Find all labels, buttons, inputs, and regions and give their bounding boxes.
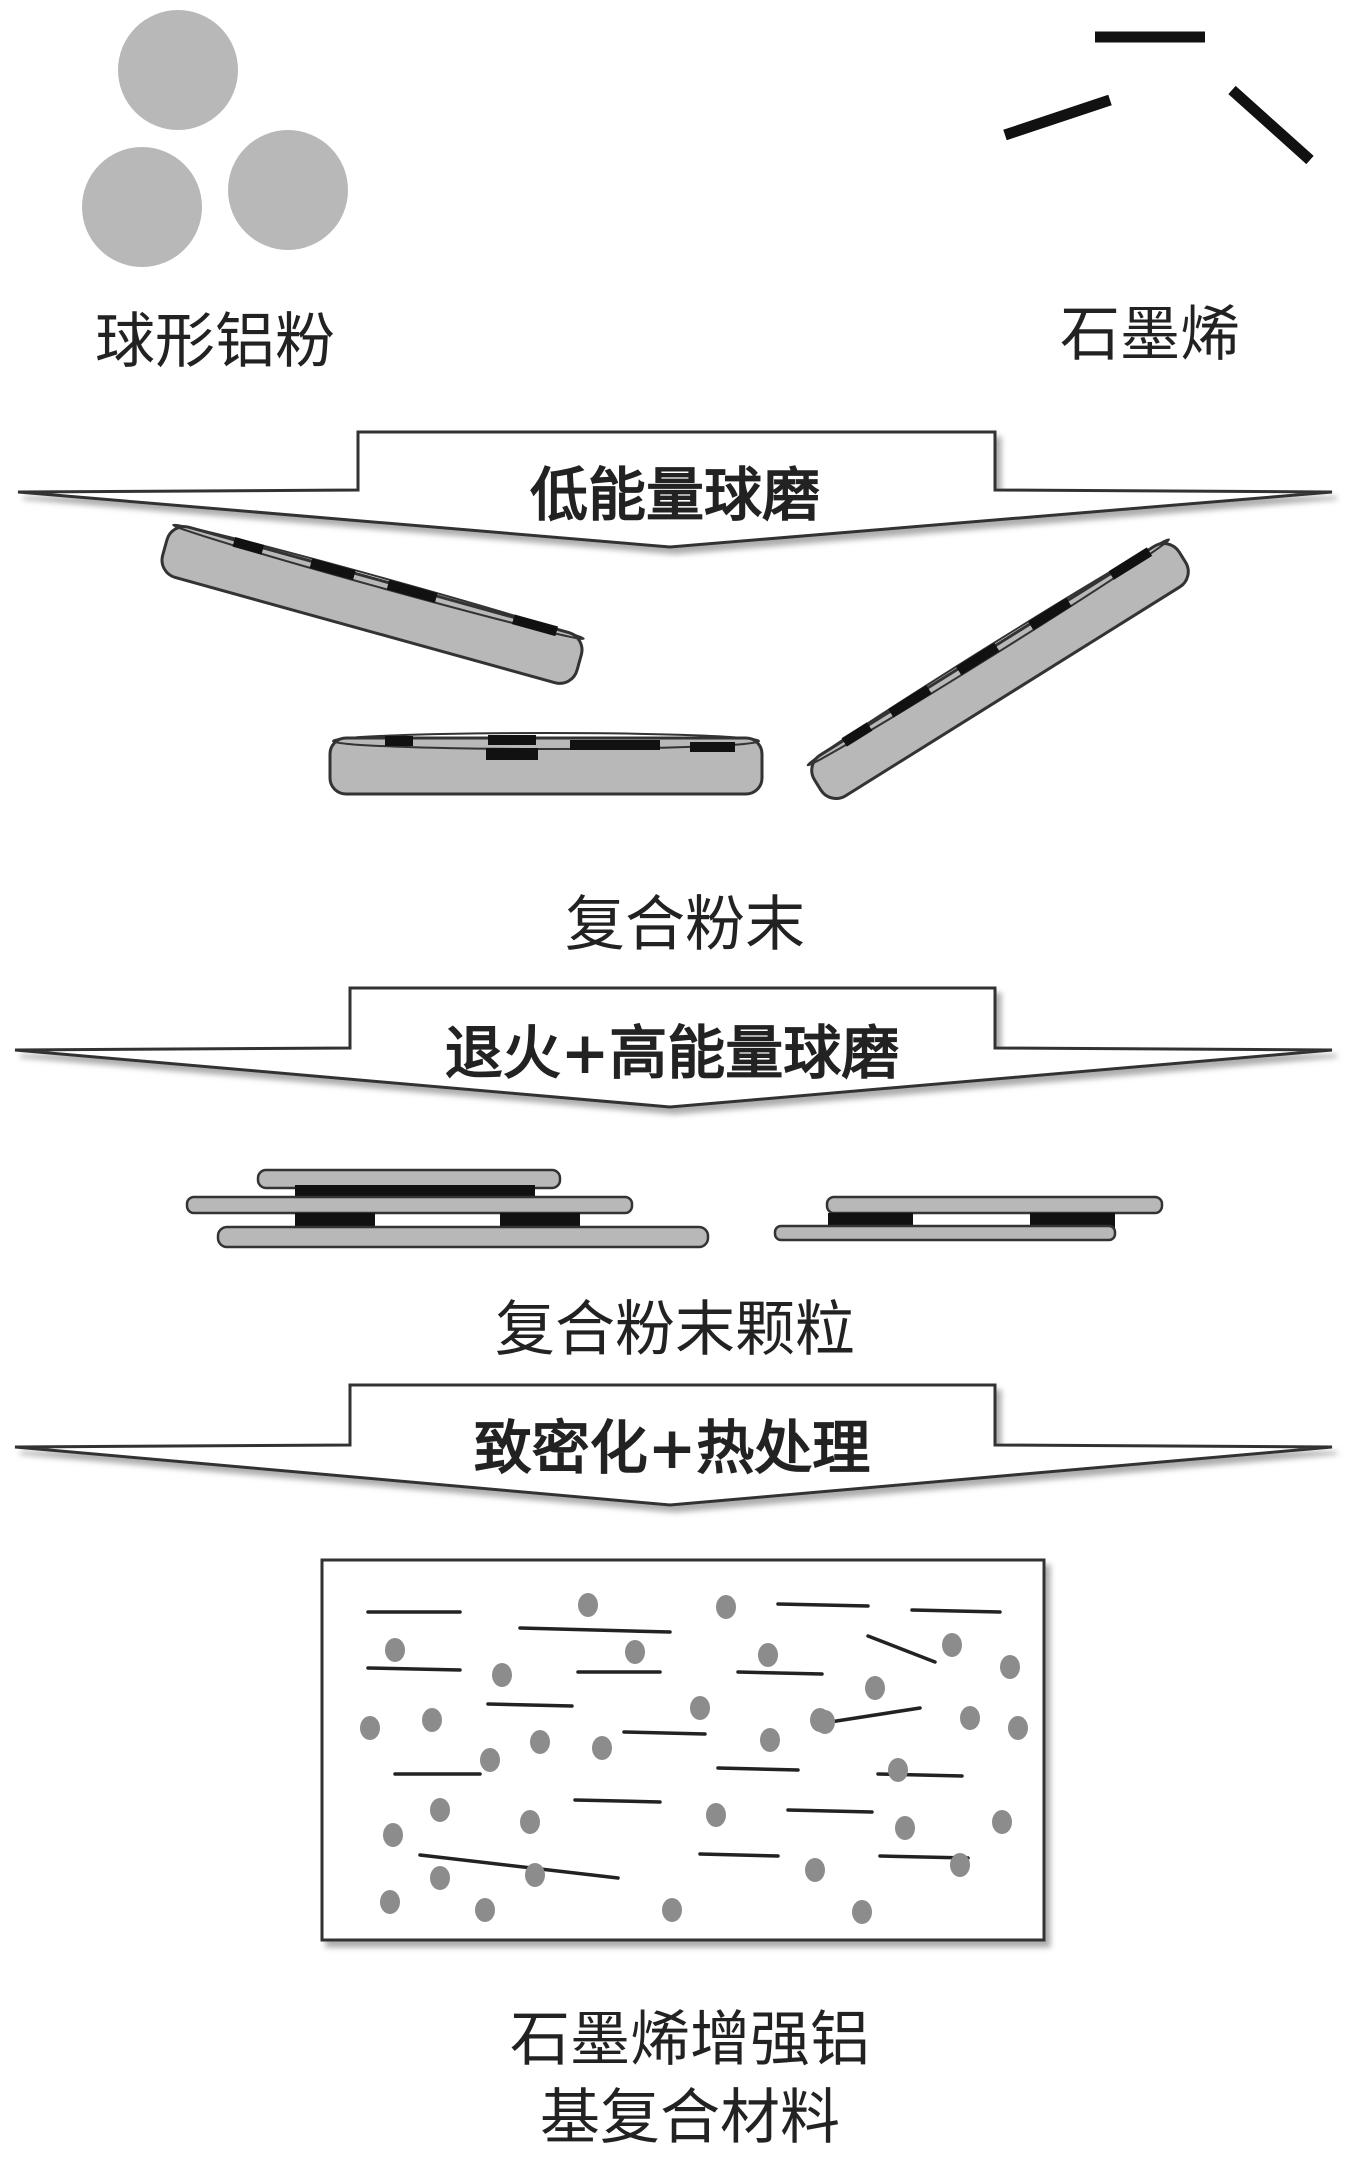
aluminum-particle [228, 130, 348, 250]
particle-dot [662, 1898, 682, 1922]
composite-flake-right [803, 534, 1195, 805]
particle-dot [805, 1858, 825, 1882]
aluminum-powder-label: 球形铝粉 [95, 307, 335, 377]
particle-dot [992, 1810, 1012, 1834]
particle-dot [430, 1798, 450, 1822]
particle-dot [865, 1676, 885, 1700]
particle-dot [525, 1863, 545, 1887]
particle-dot [960, 1706, 980, 1730]
graphene-coating [486, 748, 538, 760]
graphene-flake [1005, 100, 1110, 135]
particle-dot [430, 1866, 450, 1890]
final-material-label-line2: 基复合材料 [540, 2083, 840, 2153]
particle-dot [690, 1696, 710, 1720]
graphene-flake [718, 1768, 798, 1770]
aluminum-particle [118, 10, 238, 130]
particle-dot [380, 1890, 400, 1914]
particle-dot [895, 1816, 915, 1840]
particle-dot [888, 1758, 908, 1782]
graphene-flake [778, 1604, 868, 1606]
graphene-flake [368, 1668, 460, 1670]
composite-powder-label: 复合粉末 [565, 890, 805, 960]
graphene-flake [488, 1704, 572, 1706]
graphene-coating [385, 736, 413, 746]
particle-stack-left [187, 1170, 708, 1247]
particle-dot [1000, 1655, 1020, 1679]
graphene-flake [1232, 90, 1310, 160]
final-composite-block [322, 1560, 1044, 1940]
step-label-1: 低能量球磨 [530, 461, 820, 529]
particle-dot [480, 1748, 500, 1772]
aluminum-particle [82, 147, 202, 267]
particle-stack-right [775, 1197, 1162, 1240]
graphene-flake [912, 1610, 1000, 1612]
composite-particles-label: 复合粉末颗粒 [495, 1295, 855, 1365]
particle-dot [578, 1593, 598, 1617]
particle-dot [758, 1643, 778, 1667]
graphene-flake [700, 1854, 778, 1856]
graphene-coating [570, 740, 660, 750]
particle-dot [520, 1810, 540, 1834]
composite-flake-middle [330, 733, 762, 794]
particle-dot [475, 1898, 495, 1922]
composite-flake-left [158, 520, 587, 688]
graphene-flake [788, 1810, 872, 1812]
particle-dot [815, 1710, 835, 1734]
graphene-flake [738, 1672, 822, 1674]
graphene-coating [690, 742, 735, 752]
particle-dot [760, 1728, 780, 1752]
particle-dot [383, 1823, 403, 1847]
particle-dot [852, 1900, 872, 1924]
graphene-coating [488, 735, 536, 745]
graphene-label: 石墨烯 [1060, 300, 1240, 370]
particle-dot [492, 1663, 512, 1687]
graphene-flakes [1005, 37, 1310, 160]
particle-dot [706, 1803, 726, 1827]
graphene-flake [575, 1800, 660, 1802]
particle-dot [716, 1595, 736, 1619]
spherical-aluminum-powder [82, 10, 348, 267]
particle-dot [950, 1853, 970, 1877]
particle-dot [942, 1633, 962, 1657]
final-material-label-line1: 石墨烯增强铝 [510, 2005, 870, 2075]
particle-dot [530, 1730, 550, 1754]
graphene-flake [624, 1732, 705, 1734]
particle-dot [422, 1708, 442, 1732]
step-label-2: 退火+高能量球磨 [445, 1019, 900, 1087]
particle-dot [1008, 1716, 1028, 1740]
composite-block-outline [322, 1560, 1044, 1940]
particle-dot [360, 1716, 380, 1740]
particle-dot [625, 1640, 645, 1664]
step-label-3: 致密化+热处理 [474, 1414, 871, 1482]
particle-dot [592, 1736, 612, 1760]
particle-dot [385, 1638, 405, 1662]
